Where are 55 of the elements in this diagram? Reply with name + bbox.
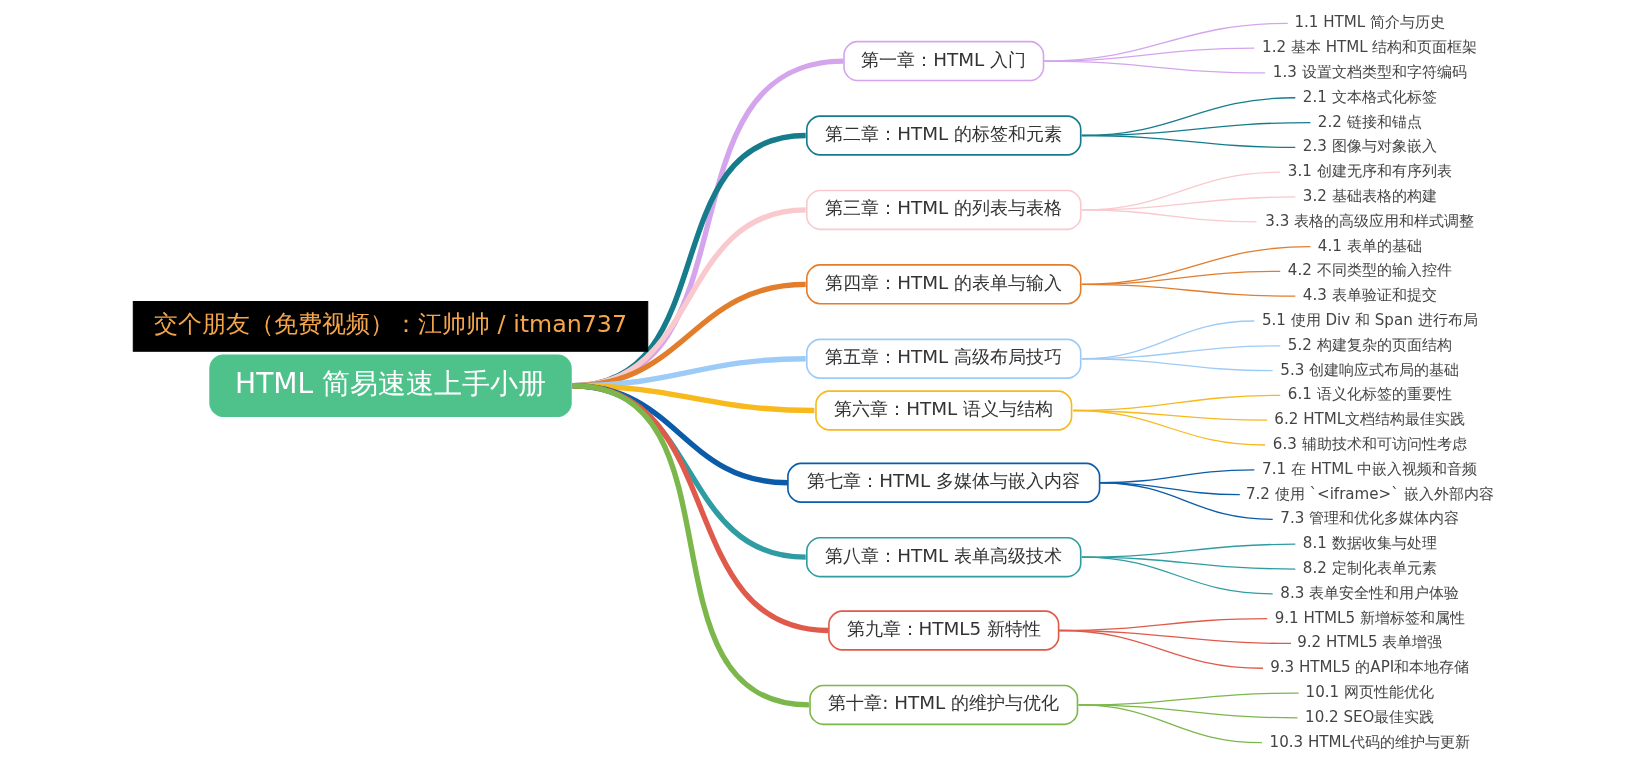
node-box: 第十章: HTML 的维护与优化 — [809, 684, 1079, 726]
connector — [1081, 556, 1274, 595]
node-text: 2.2 链接和锚点 — [1317, 112, 1422, 131]
node-text: 5.3 创建响应式布局的基础 — [1280, 360, 1460, 379]
node-box: 第二章：HTML 的标签和元素 — [806, 115, 1082, 156]
node-box: 第七章：HTML 多媒体与嵌入内容 — [787, 462, 1101, 503]
connector — [1081, 358, 1274, 372]
node-box: 第四章：HTML 的表单与输入 — [806, 264, 1082, 305]
node-text: 9.3 HTML5 的API和本地存储 — [1270, 658, 1470, 677]
node-text: 10.2 SEO最佳实践 — [1305, 707, 1435, 726]
node-text: 9.1 HTML5 新增标签和属性 — [1274, 608, 1465, 627]
node-box: 第八章：HTML 表单高级技术 — [806, 536, 1082, 578]
node-text: 10.3 HTML代码的维护与更新 — [1269, 732, 1470, 751]
node-text: 8.1 数据收集与处理 — [1302, 534, 1437, 553]
node-text: 6.1 语义化标签的重要性 — [1287, 385, 1452, 404]
node-box: 第六章：HTML 语义与结构 — [815, 390, 1073, 431]
node-box: 第三章：HTML 的列表与表格 — [806, 189, 1082, 231]
node-text: 3.1 创建无序和有序列表 — [1287, 162, 1452, 181]
node-text: 5.1 使用 Div 和 Span 进行布局 — [1261, 310, 1478, 329]
node-text: 1.3 设置文档类型和字符编码 — [1272, 62, 1467, 81]
node-box: 第九章：HTML5 新特性 — [828, 610, 1060, 651]
node-text: 3.3 表格的高级应用和样式调整 — [1265, 211, 1475, 230]
node-text: 9.2 HTML5 表单增强 — [1297, 633, 1443, 652]
node-text: 6.3 辅助技术和可访问性考虑 — [1272, 435, 1467, 453]
node-text: 3.2 基础表格的构建 — [1302, 186, 1437, 205]
node-text: 4.2 不同类型的输入控件 — [1287, 261, 1452, 280]
node-box: HTML 简易速速上手小册 — [209, 354, 572, 417]
node-text: 5.2 构建复杂的页面结构 — [1287, 335, 1452, 354]
connector — [1058, 629, 1264, 669]
node-text: 2.1 文本格式化标签 — [1302, 87, 1437, 106]
node-text: 7.2 使用 `<iframe>` 嵌入外部内容 — [1245, 484, 1494, 503]
node-box: 第一章：HTML 入门 — [843, 40, 1045, 82]
label: 交个朋友（免费视频）：江帅帅 / itman737 — [154, 310, 627, 339]
connector — [1077, 704, 1263, 744]
node-text: 6.2 HTML文档结构最佳实践 — [1274, 410, 1466, 429]
connector — [1072, 409, 1266, 446]
node-text: 8.2 定制化表单元素 — [1302, 559, 1437, 578]
connector — [1081, 283, 1296, 297]
connector — [1081, 543, 1296, 558]
connector — [1081, 134, 1296, 148]
connector — [1043, 60, 1266, 74]
node-text: 1.2 基本 HTML 结构和页面框架 — [1262, 38, 1478, 57]
node-text: 8.3 表单安全性和用户体验 — [1280, 583, 1460, 602]
connector — [1081, 209, 1258, 223]
node-text: 2.3 图像与对象嵌入 — [1302, 137, 1437, 156]
node-text: 7.1 在 HTML 中嵌入视频和音频 — [1262, 459, 1478, 478]
connector — [1098, 482, 1274, 521]
node-text: 4.1 表单的基础 — [1317, 236, 1422, 255]
node-box: 第五章：HTML 高级布局技巧 — [806, 338, 1082, 379]
node-text: 10.1 网页性能优化 — [1305, 683, 1434, 702]
connector — [572, 383, 810, 708]
connector — [572, 383, 829, 634]
node-text: 7.3 管理和优化多媒体内容 — [1280, 509, 1460, 528]
node-text: 1.1 HTML 简介与历史 — [1294, 13, 1445, 32]
node-text: 4.3 表单验证和提交 — [1302, 286, 1437, 305]
